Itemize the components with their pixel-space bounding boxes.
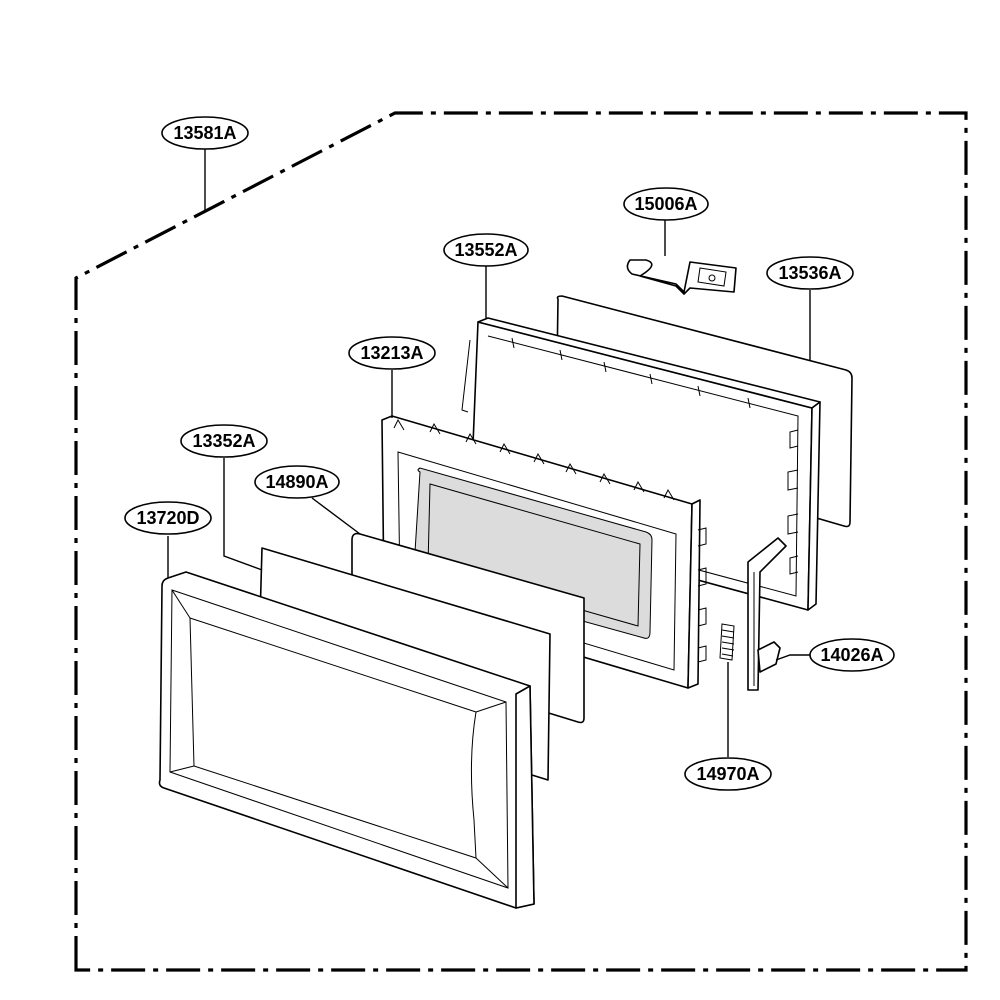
leader-lines (167, 148, 811, 757)
callout-label: 13581A (173, 123, 236, 143)
callout-14026A: 14026A (809, 638, 895, 672)
callout-label: 13536A (778, 263, 841, 283)
callout-15006A: 15006A (623, 187, 709, 221)
callout-14970A: 14970A (684, 757, 772, 791)
callout-14890A: 14890A (254, 465, 340, 499)
part-14970A (719, 623, 735, 661)
part-14026A (747, 537, 787, 691)
callout-label: 13720D (136, 508, 199, 528)
callout-13536A: 13536A (766, 256, 854, 290)
part-15006A (626, 259, 737, 295)
callout-label: 13352A (192, 431, 255, 451)
assembly-boundary (74, 111, 968, 972)
callout-13552A: 13552A (443, 233, 529, 267)
callout-label: 14026A (820, 645, 883, 665)
callout-label: 14890A (265, 472, 328, 492)
callout-label: 13552A (454, 240, 517, 260)
part-13720D (158, 571, 535, 909)
callout-label: 15006A (634, 194, 697, 214)
callout-13720D: 13720D (124, 501, 212, 535)
callout-13352A: 13352A (180, 424, 268, 458)
callout-label: 14970A (696, 764, 759, 784)
callout-13213A: 13213A (348, 336, 436, 370)
callout-13581A: 13581A (161, 116, 249, 150)
callout-label: 13213A (360, 343, 423, 363)
